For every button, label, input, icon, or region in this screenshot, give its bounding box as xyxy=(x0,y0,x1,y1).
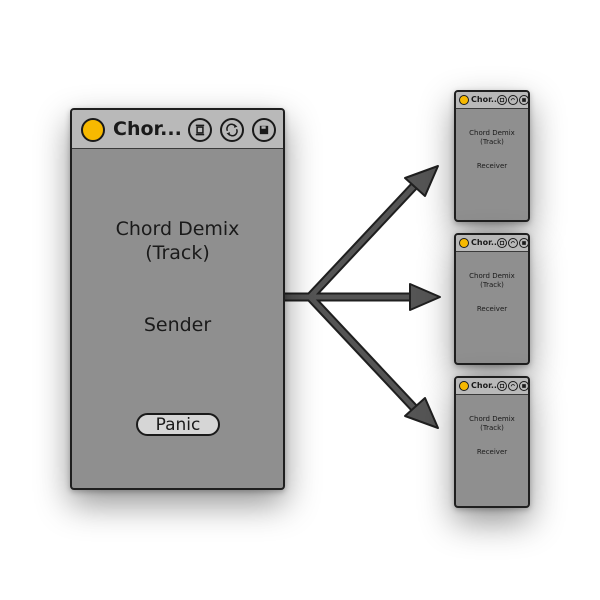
device-role: Receiver xyxy=(476,305,508,313)
device-name-line1: Chord Demix xyxy=(469,272,515,280)
device-title: Chor... xyxy=(471,238,500,247)
receiver-title-bar: Chor... xyxy=(456,378,528,395)
device-role: Receiver xyxy=(476,162,508,170)
device-name-line2: (Track) xyxy=(480,424,504,432)
device-role: Receiver xyxy=(476,448,508,456)
device-name-line2: (Track) xyxy=(480,281,504,289)
device-name-line1: Chord Demix xyxy=(469,415,515,423)
save-icon[interactable] xyxy=(519,238,528,248)
device-role: Sender xyxy=(143,314,212,336)
sync-icon[interactable] xyxy=(508,95,518,105)
size-toggle-icon[interactable] xyxy=(497,381,507,391)
save-icon[interactable] xyxy=(519,381,528,391)
arrowhead-middle xyxy=(409,283,441,311)
device-name-line1: Chord Demix xyxy=(469,129,515,137)
device-name-line2: (Track) xyxy=(145,242,210,264)
device-name: Chord Demix (Track) xyxy=(456,415,528,433)
arrowhead-bottom xyxy=(404,397,439,429)
save-icon[interactable] xyxy=(252,118,276,142)
receiver-title-bar: Chor... xyxy=(456,235,528,252)
receiver-device-3: Chor... Chord Demix (Track) Receiver xyxy=(454,376,530,508)
panic-button[interactable]: Panic xyxy=(136,413,220,436)
device-name-line2: (Track) xyxy=(480,138,504,146)
sync-icon[interactable] xyxy=(508,238,518,248)
sync-icon[interactable] xyxy=(508,381,518,391)
device-name: Chord Demix (Track) xyxy=(456,129,528,147)
power-icon[interactable] xyxy=(81,118,105,142)
size-toggle-icon[interactable] xyxy=(497,95,507,105)
arrow-shaft-top xyxy=(308,182,418,299)
power-icon[interactable] xyxy=(459,238,469,248)
arrow-shaft-bottom xyxy=(308,295,418,412)
receiver-device-1: Chor... Chord Demix (Track) Receiver xyxy=(454,90,530,222)
device-name-line1: Chord Demix xyxy=(115,218,240,240)
receiver-device-2: Chor... Chord Demix (Track) Receiver xyxy=(454,233,530,365)
device-title: Chor... xyxy=(471,95,500,104)
sender-device: Chor... Chord Demix (Track) Sender Panic xyxy=(70,108,285,490)
save-icon[interactable] xyxy=(519,95,528,105)
sender-title-bar: Chor... xyxy=(72,110,283,149)
device-name: Chord Demix (Track) xyxy=(456,272,528,290)
size-toggle-icon[interactable] xyxy=(497,238,507,248)
device-title: Chor... xyxy=(113,118,182,140)
size-toggle-icon[interactable] xyxy=(188,118,212,142)
device-name: Chord Demix (Track) xyxy=(72,217,283,265)
device-title: Chor... xyxy=(471,381,500,390)
receiver-title-bar: Chor... xyxy=(456,92,528,109)
power-icon[interactable] xyxy=(459,381,469,391)
power-icon[interactable] xyxy=(459,95,469,105)
arrowhead-top xyxy=(404,165,439,197)
sync-icon[interactable] xyxy=(220,118,244,142)
